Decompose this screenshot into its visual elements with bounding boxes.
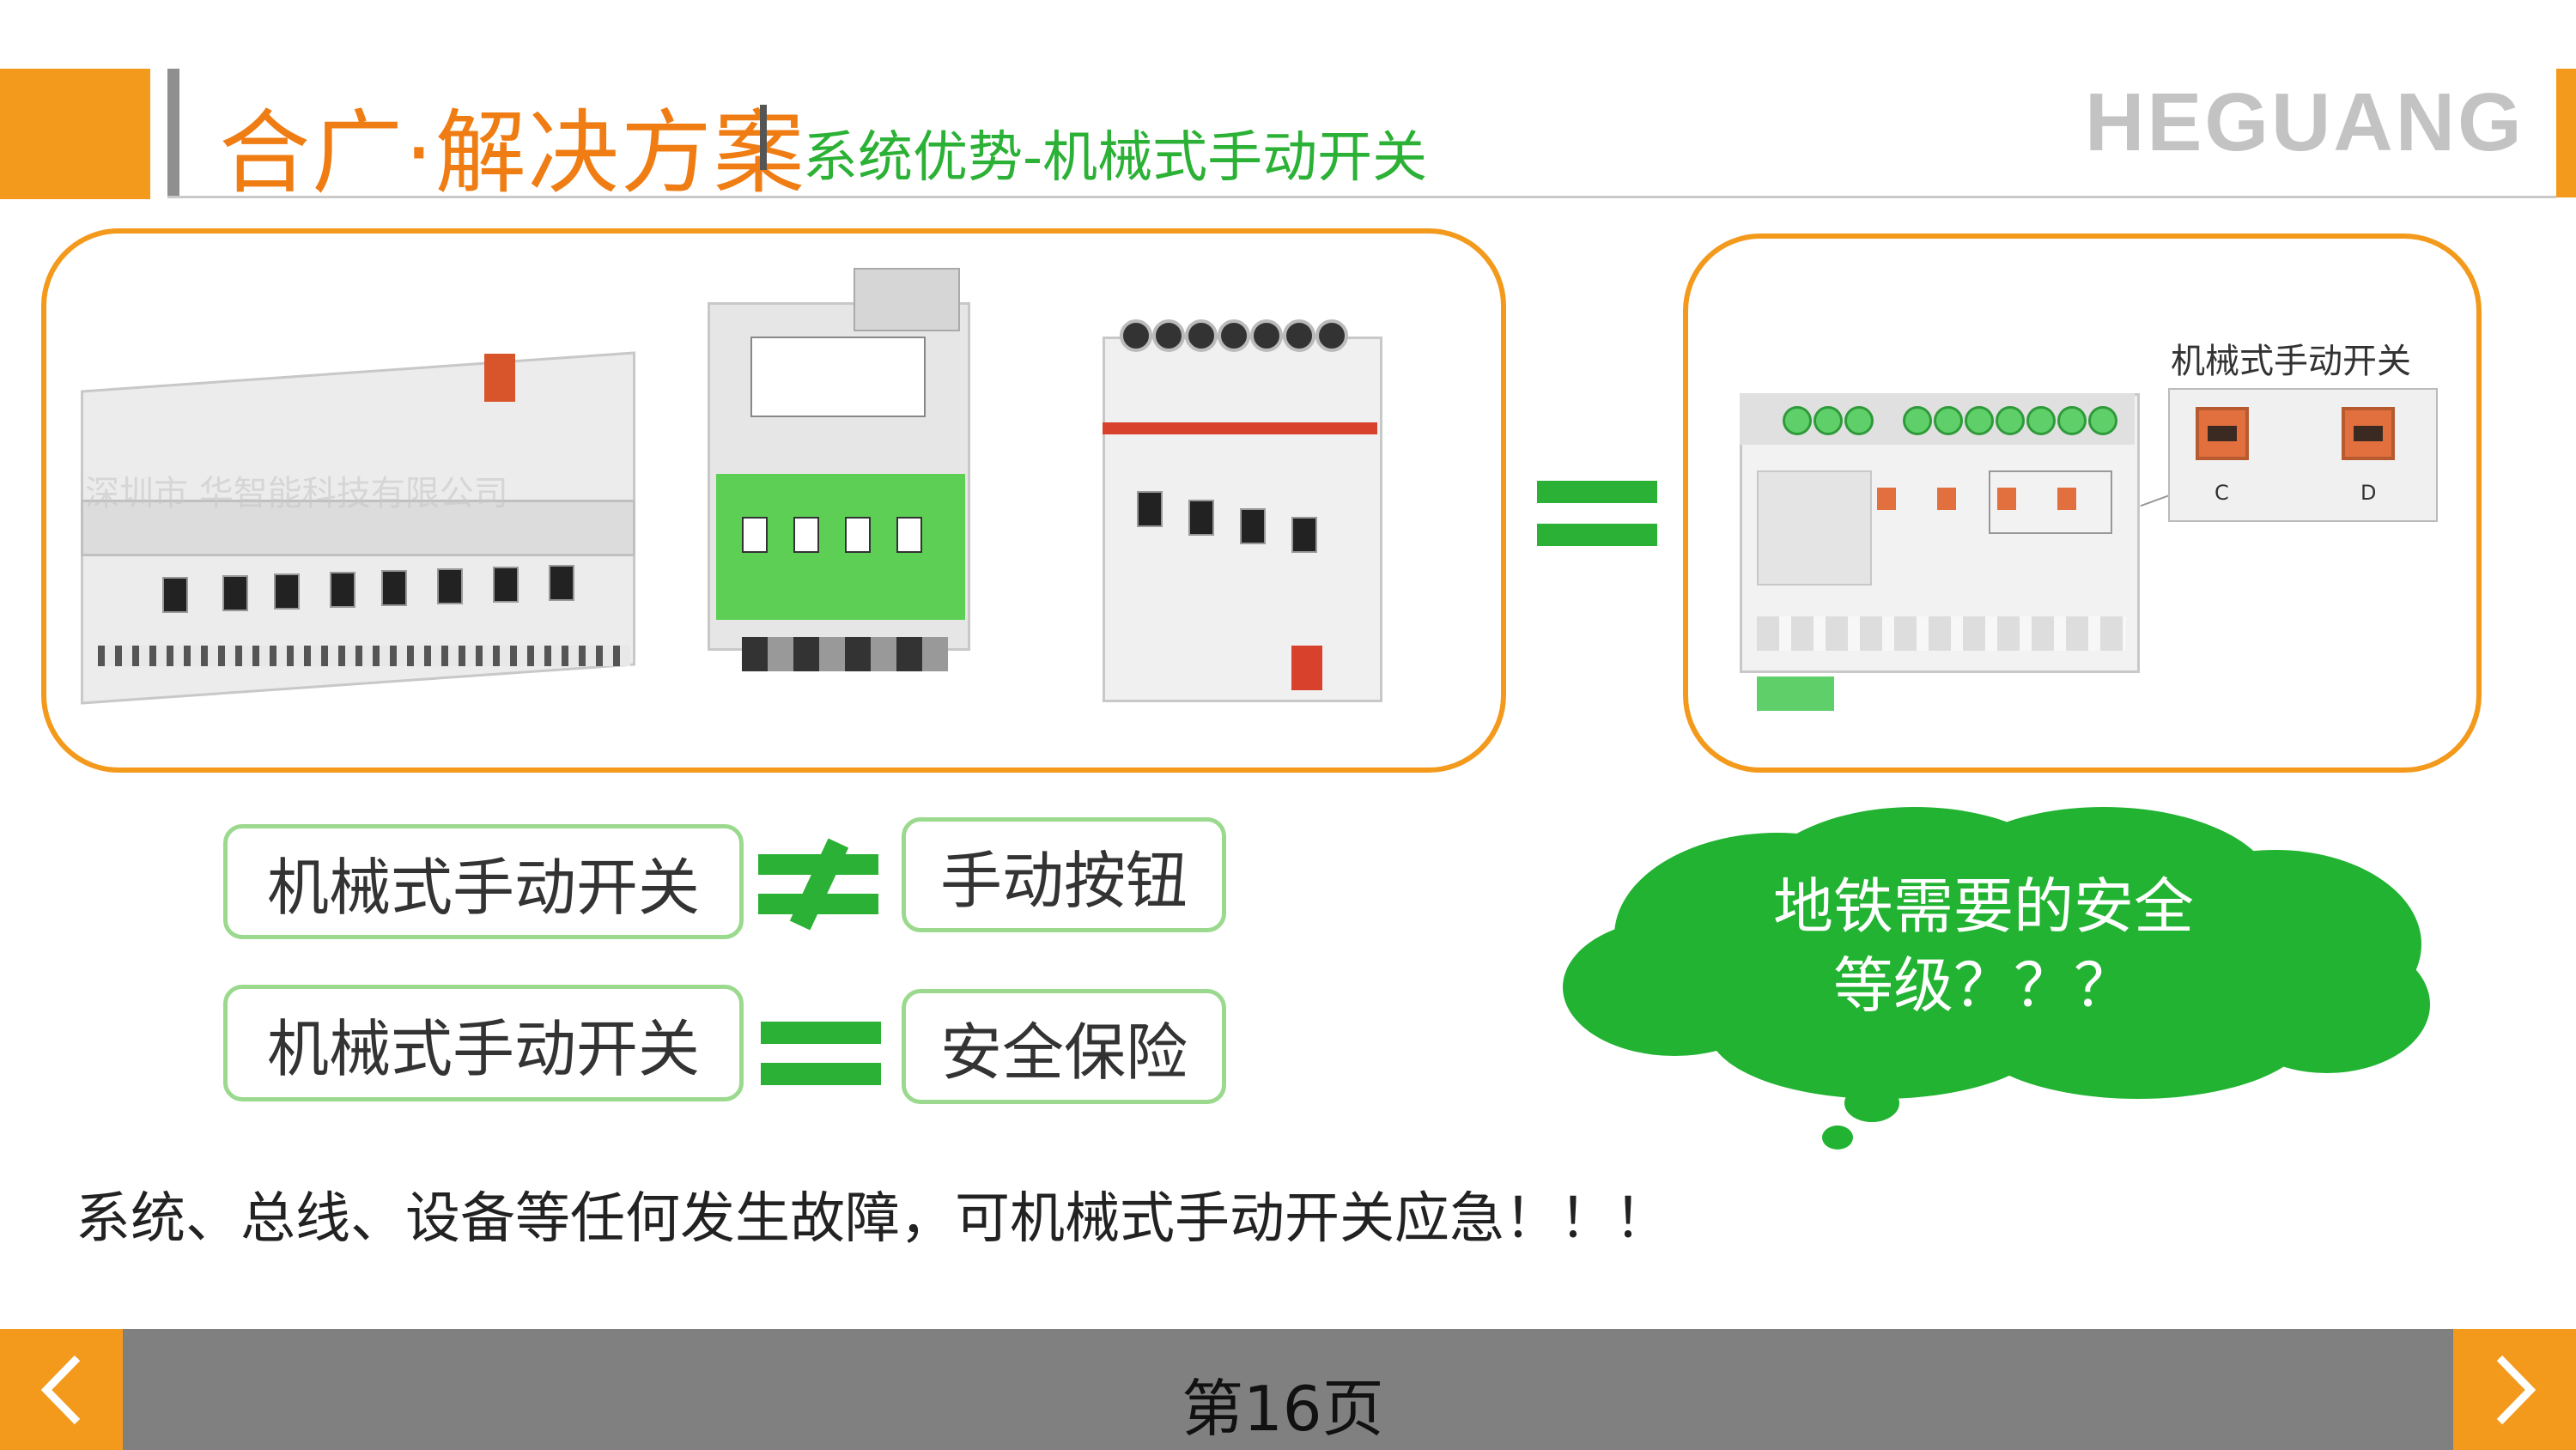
equals-sign-icon: [1537, 481, 1657, 549]
manual-switch-d: [2342, 407, 2395, 460]
header-rule: [167, 196, 2556, 198]
comparison-1-right: 手动按钮: [902, 817, 1226, 932]
switch-label-d: D: [2360, 481, 2377, 505]
emergency-notice: 系统、总线、设备等任何发生故障，可机械式手动开关应急！！！: [76, 1187, 1669, 1251]
product-image-actuator-1: [81, 337, 665, 705]
comparison-1-left: 机械式手动开关: [223, 824, 744, 939]
not-equal-icon: [758, 838, 878, 931]
callout-line-2: 等级？？？: [1833, 950, 2134, 1021]
page-number: 第16页: [1182, 1373, 1384, 1445]
page-title: 合广·解决方案: [219, 100, 806, 206]
watermark-text: 深圳市 华智能科技有限公司: [85, 474, 508, 513]
manual-switch-inset: C D: [2168, 388, 2438, 522]
prev-page-button[interactable]: [0, 1329, 123, 1450]
product-image-actuator-2: [708, 268, 982, 689]
next-page-button[interactable]: [2453, 1329, 2576, 1450]
manual-switch-c: [2196, 407, 2249, 460]
inset-label: 机械式手动开关: [2171, 342, 2411, 381]
chevron-left-icon: [40, 1355, 80, 1424]
product-image-heguang-actuator: [1740, 359, 2143, 719]
callout-text: 地铁需要的安全 等级？？？: [1683, 867, 2284, 1025]
equals-icon: [761, 1022, 881, 1090]
chevron-right-icon: [2496, 1355, 2536, 1424]
comparison-2-right: 安全保险: [902, 989, 1226, 1104]
comparison-2-left: 机械式手动开关: [223, 985, 744, 1101]
thought-cloud-icon: [1563, 807, 2430, 1150]
header-accent-right: [2556, 69, 2576, 197]
switch-label-c: C: [2215, 481, 2229, 505]
header-accent-left: [0, 69, 150, 199]
header-divider-bar: [167, 69, 179, 197]
callout-line-1: 地铁需要的安全: [1773, 871, 2194, 942]
product-image-actuator-3: [1094, 285, 1403, 714]
brand-logo: HEGUANG: [2085, 76, 2524, 168]
footer-bar: [0, 1329, 2576, 1450]
page-subtitle: 系统优势-机械式手动开关: [803, 126, 1428, 190]
competitor-products-panel: 深圳市 华智能科技有限公司: [41, 228, 1506, 773]
title-separator: [760, 105, 767, 170]
